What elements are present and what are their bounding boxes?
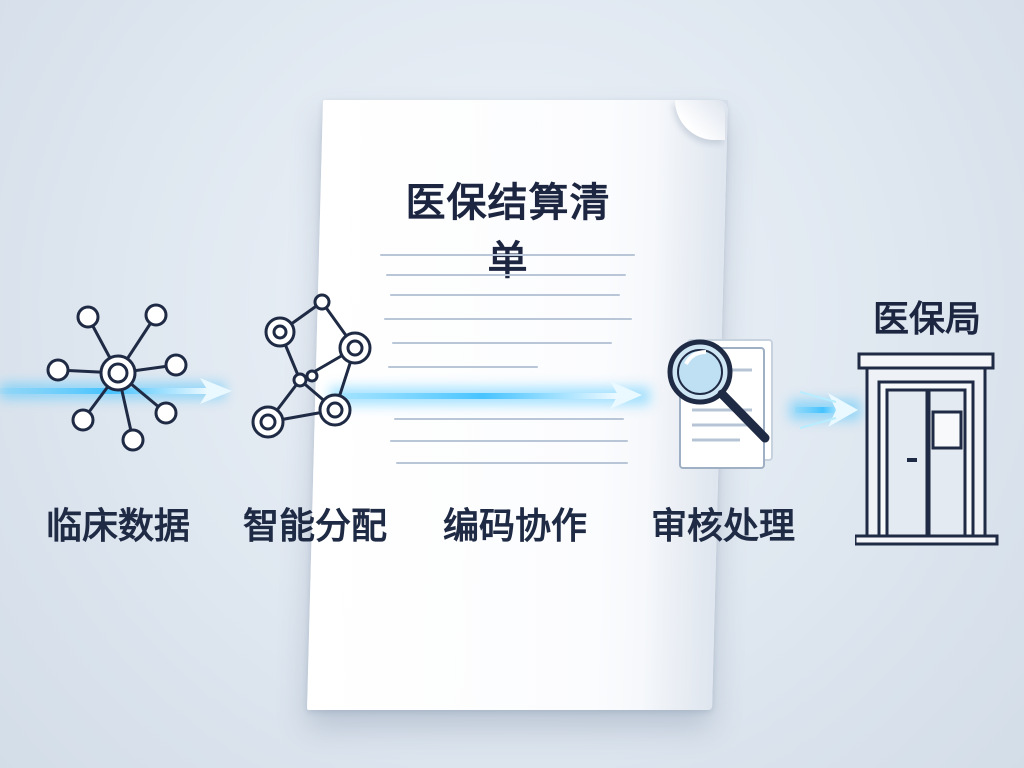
doc-line xyxy=(380,254,635,256)
document-title: 医保结算清单 xyxy=(405,180,611,284)
arrow-assign-to-review xyxy=(330,381,650,409)
network-hub-icon xyxy=(46,303,188,452)
bureau-title: 医保局 xyxy=(872,299,981,340)
magnifier-document-icon xyxy=(667,339,773,469)
arrow-review-to-bureau xyxy=(790,391,860,429)
doc-line xyxy=(390,440,628,442)
doc-line xyxy=(386,274,626,276)
arrow-clinical-to-assign xyxy=(0,378,232,404)
doc-line xyxy=(388,366,538,368)
step-label-coding: 编码协作 xyxy=(442,506,587,547)
step-label-clinical: 临床数据 xyxy=(45,506,190,547)
doc-line xyxy=(396,462,628,464)
step-label-review: 审核处理 xyxy=(650,506,795,547)
document-text-lines xyxy=(380,248,640,478)
node-graph-icon xyxy=(251,293,372,439)
building-door-icon xyxy=(855,352,999,546)
doc-line xyxy=(394,418,624,420)
doc-line xyxy=(384,318,632,320)
doc-line xyxy=(392,342,612,344)
step-label-assign: 智能分配 xyxy=(242,506,387,547)
doc-line xyxy=(390,294,620,296)
